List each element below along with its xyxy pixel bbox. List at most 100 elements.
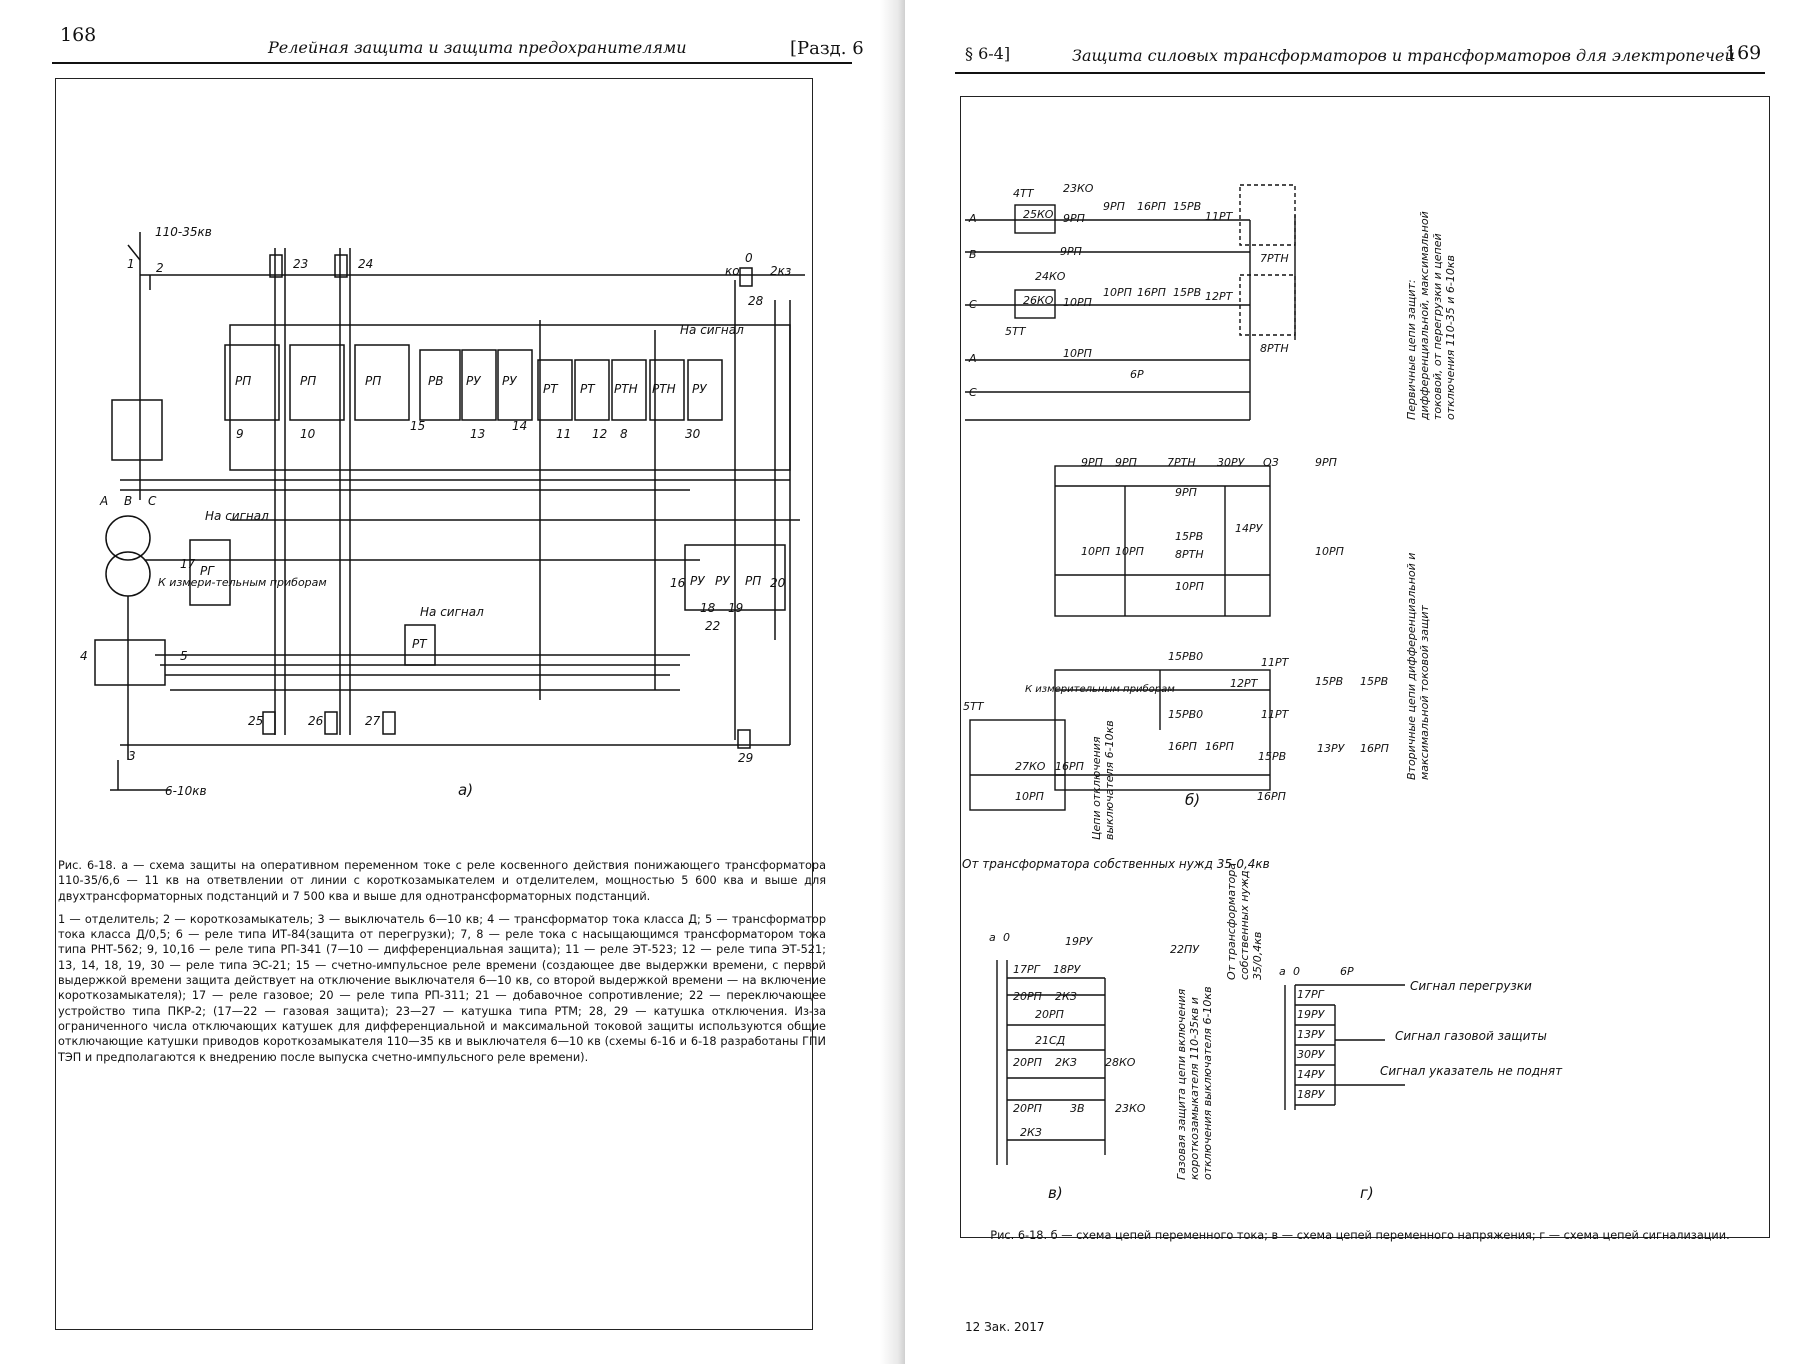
num-5: 5 xyxy=(180,649,188,663)
relay-rt-12: РТ xyxy=(580,382,596,396)
v3-3: 15РВ xyxy=(1315,675,1343,688)
running-head: Защита силовых трансформаторов и трансфо… xyxy=(1072,46,1735,65)
lbl-8rtn: 8РТН xyxy=(1260,342,1289,355)
lbl-5tt: 5ТТ xyxy=(1005,325,1027,338)
sig-2: 19РУ xyxy=(1297,1008,1326,1021)
v2-6: 10РП xyxy=(1175,580,1204,593)
lbl-25ko: 25КО xyxy=(1023,208,1054,221)
lbl-6r: 6Р xyxy=(1130,368,1144,381)
num-3: 3 xyxy=(128,749,136,763)
gas-0: 19РУ xyxy=(1065,935,1094,948)
caption-title: Рис. 6-18. а — схема защиты на оперативн… xyxy=(58,859,826,903)
phase-a: А xyxy=(968,212,977,225)
v3-5: 15РВ0 xyxy=(1168,708,1203,721)
page-number: 169 xyxy=(1725,42,1762,64)
sig-3: 13РУ xyxy=(1297,1028,1326,1041)
num-22: 22 xyxy=(705,619,720,633)
footer: 12 Зак. 2017 xyxy=(965,1320,1045,1334)
sig-7: а xyxy=(1279,965,1286,978)
relay-rt-11: РТ xyxy=(543,382,559,396)
sub-g: г) xyxy=(1360,1184,1374,1202)
header-rule xyxy=(52,62,852,64)
gas-10: 28КО xyxy=(1105,1056,1136,1069)
gas-13: 23КО xyxy=(1115,1102,1146,1115)
sig-6: 18РУ xyxy=(1297,1088,1326,1101)
lbl-15rv: 15РВ xyxy=(1173,200,1201,213)
relay-rp-9: РП xyxy=(235,374,251,388)
gas-7: 21СД xyxy=(1035,1034,1066,1047)
num-26: 26 xyxy=(308,714,324,728)
v1-2: 7РТН xyxy=(1167,456,1196,469)
sig-1: 17РГ xyxy=(1297,988,1325,1001)
relay-rv-15: РВ xyxy=(428,374,443,388)
num-9: 9 xyxy=(236,427,244,441)
relay-rp-10: РП xyxy=(300,374,316,388)
off-2: 16РП xyxy=(1055,760,1084,773)
num-12: 12 xyxy=(592,427,607,441)
num-30: 30 xyxy=(685,427,701,441)
lbl-16rp: 16РП xyxy=(1137,200,1166,213)
sig-overload: Сигнал перегрузки xyxy=(1410,979,1532,993)
lbl-26ko: 26КО xyxy=(1023,294,1054,307)
off-3: 10РП xyxy=(1015,790,1044,803)
v1-0: 9РП xyxy=(1081,456,1103,469)
sig-8: 0 xyxy=(1293,965,1300,978)
num-24: 24 xyxy=(358,257,373,271)
figure-frame xyxy=(960,96,1770,1238)
v2-5: 10РП xyxy=(1315,545,1344,558)
sig-4: 30РУ xyxy=(1297,1048,1326,1061)
num-18: 18 xyxy=(700,601,716,615)
v3-1: 11РТ xyxy=(1261,656,1290,669)
signal-label-3: На сигнал xyxy=(420,605,484,619)
v2-3: 14РУ xyxy=(1235,522,1264,535)
lv-label: 6-10кв xyxy=(165,784,207,798)
lbl-12rt: 12РТ xyxy=(1205,290,1234,303)
phase-b: В xyxy=(969,248,977,261)
num-27: 27 xyxy=(365,714,381,728)
lbl-11rt: 11РТ xyxy=(1205,210,1234,223)
v4-1: 16РП xyxy=(1205,740,1234,753)
gas-8: 20РП xyxy=(1013,1056,1042,1069)
phase-c: С xyxy=(148,494,157,508)
relay-rt-21: РТ xyxy=(412,637,428,651)
gas-11: 20РП xyxy=(1013,1102,1042,1115)
v2-1: 10РП xyxy=(1115,545,1144,558)
meter-label: К измери-тельным приборам xyxy=(158,576,327,589)
breaker-ko: ко xyxy=(725,264,740,278)
v4-2: 15РВ xyxy=(1258,750,1286,763)
caption: Рис. 6-18. а — схема защиты на оперативн… xyxy=(58,858,826,1065)
lbl-9rp-a: 9РП xyxy=(1063,212,1085,225)
from-own-needs: От трансформатора собственных нужд 35-0,… xyxy=(962,857,1270,871)
num-28: 28 xyxy=(748,294,764,308)
section-label: [Разд. 6 xyxy=(790,38,864,59)
num-17: 17 xyxy=(180,557,196,571)
phase-a2: А xyxy=(968,352,977,365)
sig-gas: Сигнал газовой защиты xyxy=(1395,1029,1547,1043)
num-10: 10 xyxy=(300,427,316,441)
lbl-16rp-b: 16РП xyxy=(1137,286,1166,299)
v2-0: 10РП xyxy=(1081,545,1110,558)
num-19: 19 xyxy=(728,601,743,615)
gas-16: 0 xyxy=(1003,931,1010,944)
relay-ru-30: РУ xyxy=(692,382,707,396)
v4-3: 13РУ xyxy=(1317,742,1346,755)
v2-2: 15РВ xyxy=(1175,530,1203,543)
relay-rg-17: РГ xyxy=(200,564,215,578)
phase-c2: С xyxy=(969,386,977,399)
num-23: 23 xyxy=(293,257,308,271)
gas-15: а xyxy=(989,931,996,944)
schematics-bvg: 4ТТ 23КО 25КО 9РП 9РП 16РП 15РВ 11РТ 9РП… xyxy=(962,182,1563,1202)
v3-2: 12РТ xyxy=(1230,677,1259,690)
v3-4: 15РВ xyxy=(1360,675,1388,688)
num-11: 11 xyxy=(556,427,571,441)
v4-4: 16РП xyxy=(1360,742,1389,755)
off-1: 27КО xyxy=(1015,760,1046,773)
relay-ru-18: РУ xyxy=(690,574,705,588)
num-13: 13 xyxy=(470,427,485,441)
secondary-circuits-label: Вторичные цепи дифференциальной и максим… xyxy=(1405,552,1431,780)
gas-6: 20РП xyxy=(1035,1008,1064,1021)
num-25: 25 xyxy=(248,714,263,728)
v4-0: 16РП xyxy=(1168,740,1197,753)
relay-rtn-7: РТН xyxy=(652,382,676,396)
lbl-10rp-b: 10РП xyxy=(1103,286,1132,299)
